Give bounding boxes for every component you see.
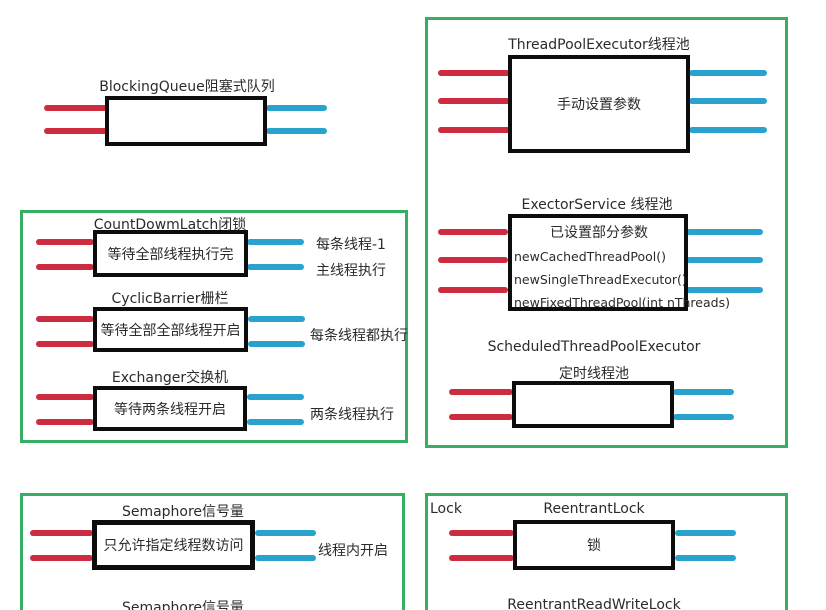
blue-line [689,70,767,76]
red-line [438,287,508,293]
thread-pool-group-container [425,17,788,448]
countdown-latch-label-2: 主线程执行 [316,263,386,279]
blue-line [248,316,305,322]
blue-line [686,287,763,293]
reentrant-lock-box: 锁 [513,520,675,570]
exchanger-box: 等待两条线程开启 [93,386,247,431]
executor-service-box-header: 已设置部分参数 [550,225,648,241]
red-line [30,530,93,536]
red-line [449,414,513,420]
red-line [449,555,514,561]
red-line [438,98,510,104]
blue-line [266,105,327,111]
blue-line [689,127,767,133]
blue-line [675,555,736,561]
countdown-latch-box: 等待全部线程执行完 [93,230,248,277]
scheduled-thread-pool-subtitle: 定时线程池 [559,366,629,382]
blue-line [247,239,304,245]
red-line [36,419,94,425]
blue-line [247,264,304,270]
semaphore-2-title: Semaphore信号量 [121,600,245,610]
reentrant-lock-title: ReentrantLock [543,501,645,517]
executor-service-code-line: newCachedThreadPool() [514,249,666,264]
scheduled-thread-pool-title: ScheduledThreadPoolExecutor [487,339,701,355]
countdown-latch-title: CountDowmLatch闭锁 [93,217,247,233]
blue-line [255,555,316,561]
blue-line [686,257,763,263]
reentrant-rw-lock-title: ReentrantReadWriteLock [507,597,681,610]
sync-tools-group-container [20,210,408,443]
red-line [449,389,513,395]
semaphore-group-container [20,493,405,610]
blue-line [673,414,734,420]
blocking-queue-box [105,96,267,146]
red-line [36,394,94,400]
blue-line [266,128,327,134]
blue-line [675,530,736,536]
semaphore-label-1: 线程内开启 [318,543,388,559]
red-line [438,257,508,263]
cyclic-barrier-label-1: 每条线程都执行 [310,328,408,344]
red-line [44,128,108,134]
reentrant-lock-box-text: 锁 [587,538,601,554]
blue-line [255,530,316,536]
red-line [449,530,514,536]
thread-pool-executor-box: 手动设置参数 [508,55,690,153]
exchanger-label-1: 两条线程执行 [310,407,394,423]
semaphore-box-text: 只允许指定线程数访问 [103,538,244,554]
semaphore-box: 只允许指定线程数访问 [92,520,255,570]
blue-line [247,419,304,425]
lock-group-corner-label: Lock [430,501,462,517]
exchanger-title: Exchanger交换机 [111,370,229,386]
scheduled-thread-pool-box [512,381,674,428]
red-line [36,239,94,245]
semaphore-title: Semaphore信号量 [121,504,245,520]
blue-line [686,229,763,235]
blocking-queue-title: BlockingQueue阻塞式队列 [99,79,275,95]
blue-line [673,389,734,395]
exchanger-box-text: 等待两条线程开启 [114,401,226,418]
red-line [438,229,508,235]
red-line [30,555,93,561]
countdown-latch-label-1: 每条线程-1 [316,237,386,253]
red-line [36,316,94,322]
red-line [36,264,94,270]
cyclic-barrier-box: 等待全部全部线程开启 [93,307,248,352]
cyclic-barrier-box-text: 等待全部全部线程开启 [100,322,241,339]
countdown-latch-box-text: 等待全部线程执行完 [107,246,234,263]
executor-service-code-line: newSingleThreadExecutor() [514,272,687,287]
red-line [438,70,510,76]
blue-line [248,341,305,347]
red-line [44,105,108,111]
red-line [438,127,510,133]
executor-service-box: 已设置部分参数 newCachedThreadPool() newSingleT… [508,214,730,311]
executor-service-code-line: newFixedThreadPool(int nThreads) [514,295,730,310]
lock-group-container [425,493,788,610]
blue-line [689,98,767,104]
executor-service-title: ExectorService 线程池 [521,197,673,213]
thread-pool-executor-title: ThreadPoolExecutor线程池 [508,37,690,53]
red-line [36,341,94,347]
thread-pool-executor-box-text: 手动设置参数 [557,97,641,113]
cyclic-barrier-title: CyclicBarrier栅栏 [111,291,229,307]
blue-line [247,394,304,400]
